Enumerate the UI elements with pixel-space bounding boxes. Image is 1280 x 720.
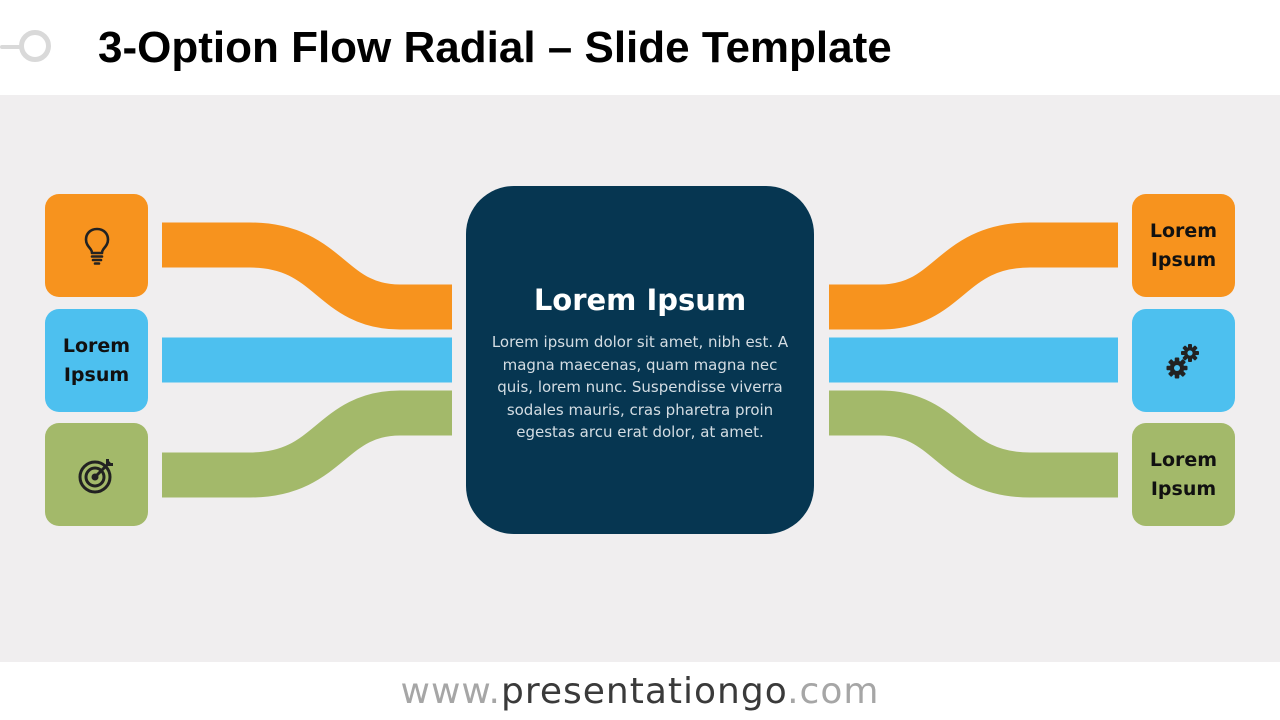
decorative-line xyxy=(0,45,24,49)
right-box-2 xyxy=(1132,309,1235,412)
connector-right-green xyxy=(829,390,1118,498)
target-icon xyxy=(78,458,113,493)
center-card xyxy=(466,186,814,534)
connector-left-orange xyxy=(162,222,452,330)
url-suffix: .com xyxy=(787,671,880,712)
footer-bar xyxy=(0,662,1280,720)
right-box-1: Lorem Ipsum xyxy=(1132,194,1235,297)
left-box-3 xyxy=(45,423,148,526)
header-bar xyxy=(0,0,1280,95)
footer-url[interactable]: www.presentationgo.com xyxy=(0,670,1280,714)
slide-title: 3-Option Flow Radial – Slide Template xyxy=(98,23,892,72)
left-box-label: Lorem Ipsum xyxy=(62,334,131,386)
left-box-2: Lorem Ipsum xyxy=(45,309,148,412)
center-body: Lorem ipsum dolor sit amet, nibh est. A … xyxy=(491,333,789,441)
url-prefix: www. xyxy=(400,671,501,712)
decorative-ring-icon xyxy=(19,30,51,62)
url-brand: presentationgo xyxy=(501,671,788,712)
right-box-3: Lorem Ipsum xyxy=(1132,423,1235,526)
right-box-label: Lorem Ipsum xyxy=(1149,448,1218,500)
lightbulb-icon xyxy=(84,227,109,265)
right-box-label: Lorem Ipsum xyxy=(1149,219,1218,271)
gears-icon xyxy=(1166,343,1199,378)
left-box-1 xyxy=(45,194,148,297)
connector-right-orange xyxy=(829,222,1118,330)
connector-left-green xyxy=(162,390,452,498)
center-title: Lorem Ipsum xyxy=(533,283,747,317)
